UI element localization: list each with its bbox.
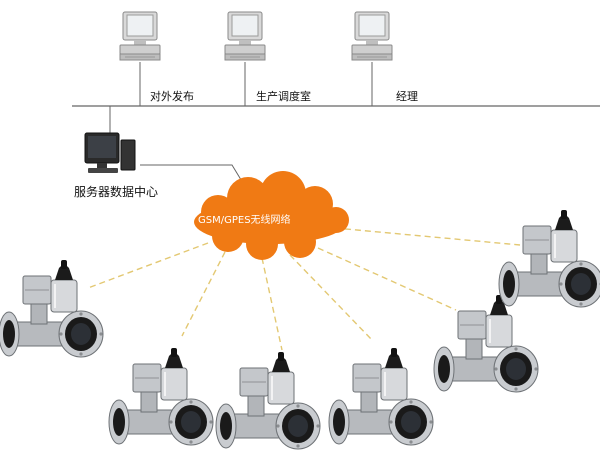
flowmeter-6-icon — [498, 209, 600, 308]
flowmeter-3-icon — [215, 351, 321, 450]
wireless-links — [87, 227, 521, 351]
label-server-data-center: 服务器数据中心 — [74, 185, 159, 199]
server-computer-icon — [84, 132, 136, 173]
flowmeter-4-icon — [328, 347, 434, 446]
flowmeter-5-icon — [433, 294, 539, 393]
workstation-manager-icon — [351, 11, 393, 61]
label-wireless-network: GSM/GPES无线网络 — [198, 215, 291, 226]
workstation-production-dispatch-icon — [224, 11, 266, 61]
flowmeter-2-icon — [108, 347, 214, 446]
cloud-icon — [194, 171, 349, 260]
workstation-external-publishing-icon — [119, 11, 161, 61]
flowmeter-1-icon — [0, 259, 104, 358]
label-production-dispatch: 生产调度室 — [256, 90, 311, 103]
label-external-publishing: 对外发布 — [150, 90, 194, 103]
label-manager: 经理 — [396, 90, 418, 103]
